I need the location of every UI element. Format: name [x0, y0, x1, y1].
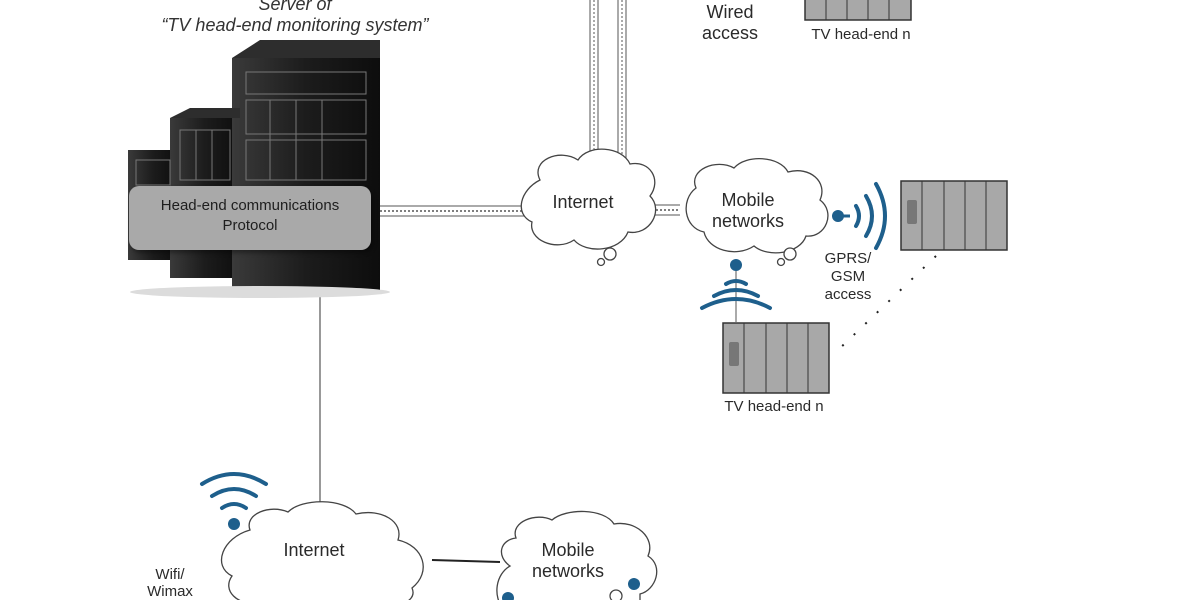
wireless-signal-mobile [700, 259, 772, 310]
tv-headend-rack-gprs [900, 180, 1008, 251]
wifi-line2: Wimax [147, 583, 193, 601]
wifi-line1: Wifi/ [155, 566, 185, 583]
internet-top-label: Internet [552, 192, 614, 212]
wired-access-line1: Wired [706, 2, 754, 22]
server-rack-image [128, 40, 390, 298]
mobile-bottom-line2: networks [531, 560, 605, 581]
tv-headend-top-label: TV head-end n [811, 26, 911, 43]
wired-access-label: Wired access [690, 2, 770, 43]
mobile-bottom-label: Mobile networks [516, 540, 620, 581]
wireless-signal-wifi [200, 472, 268, 530]
internet-bottom-label: Internet [283, 540, 345, 560]
gprs-line3: access [824, 286, 872, 303]
protocol-box: Head-end communications Protocol [129, 186, 371, 250]
cloud-internet-bottom [220, 501, 424, 600]
bottom-nodes [502, 578, 640, 600]
protocol-line2: Protocol [222, 216, 278, 234]
server-title: Server of “TV head-end monitoring system… [120, 0, 470, 35]
protocol-line1: Head-end communications [160, 197, 340, 214]
mobile-top-label: Mobile networks [696, 190, 800, 231]
cloud-internet-top [520, 148, 657, 267]
mobile-top-line1: Mobile [721, 190, 775, 210]
cloud-mobile-top [685, 157, 829, 267]
server-title-line2: “TV head-end monitoring system” [161, 14, 429, 35]
wifi-label: Wifi/ Wimax [132, 566, 208, 601]
server-title-line1: Server of [258, 0, 332, 14]
tv-headend-rack-middle [722, 322, 830, 394]
gprs-label: GPRS/ GSM access [808, 250, 888, 304]
mobile-bottom-line1: Mobile [541, 540, 595, 560]
wired-access-line2: access [701, 22, 759, 43]
cloud-mobile-bottom [496, 510, 658, 600]
tv-headend-middle-label: TV head-end n [724, 398, 824, 415]
tv-headend-rack-top [804, 0, 912, 21]
gprs-line2: GSM [830, 268, 866, 285]
mobile-top-line2: networks [711, 210, 785, 231]
wireless-signal-gprs [832, 182, 887, 250]
gprs-line1: GPRS/ [824, 250, 872, 267]
